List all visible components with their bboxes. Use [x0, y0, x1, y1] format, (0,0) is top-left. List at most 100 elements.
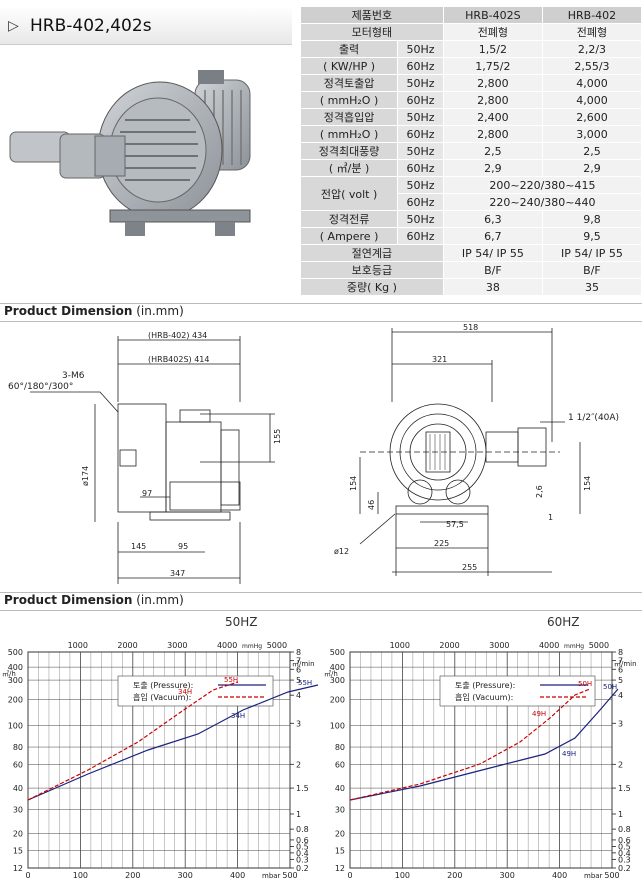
right-tick-label: 3: [618, 719, 623, 728]
right-tick-label: 0.6: [296, 836, 309, 845]
right-tick-label: 0.2: [296, 864, 309, 873]
spec-value: IP 54/ IP 55: [541, 244, 642, 262]
section-heading-unit: (in.mm): [136, 593, 184, 607]
legend-pressure: 토출 (Pressure):: [133, 680, 193, 690]
spec-value: 4,000: [541, 91, 642, 109]
spec-value: 2,400: [442, 108, 543, 126]
pressure-curve: [349, 688, 619, 801]
spec-motor-1: 전폐형: [442, 23, 543, 41]
right-tick-label: 0.3: [618, 855, 631, 864]
dim-434: (HRB-402) 434: [148, 331, 207, 340]
top-tick-label: 1000: [390, 641, 410, 650]
bottom-tick-label: 300: [500, 871, 515, 880]
spec-value: B/F: [442, 261, 543, 279]
legend-box: [439, 675, 596, 707]
section-divider: [0, 610, 642, 611]
bottom-tick-label: 500: [282, 871, 297, 880]
blower-photo: [9, 70, 251, 236]
spec-label: 정격전류: [299, 210, 399, 228]
right-tick-label: 0.5: [618, 842, 631, 851]
y-tick-label: 500: [8, 648, 23, 657]
spec-hz: 60Hz: [397, 227, 444, 245]
spec-label-insulation: 절연계급: [300, 244, 444, 262]
y-tick-label: 15: [13, 847, 23, 856]
pressure-end-label: 50H: [603, 683, 617, 691]
dim-154b: 154: [583, 476, 592, 491]
bottom-tick-label: 400: [230, 871, 245, 880]
y-tick-label: 200: [8, 696, 23, 705]
spec-value: IP 54/ IP 55: [442, 244, 543, 262]
pressure-end-label: 55H: [298, 679, 312, 687]
top-tick-label: 4000: [539, 641, 559, 650]
right-tick-label: 0.2: [618, 864, 631, 873]
y-tick-label: 30: [335, 806, 345, 815]
y-tick-label: 300: [330, 676, 345, 685]
y-tick-label: 200: [330, 696, 345, 705]
spec-value: 1,5/2: [442, 40, 543, 58]
spec-label-motor: 모터형태: [300, 23, 444, 41]
spec-value: 2,5: [541, 142, 642, 160]
legend-pressure: 토출 (Pressure):: [455, 680, 515, 690]
spec-label-voltage: 전압( volt ): [299, 176, 399, 211]
section-heading-dimension: Product Dimension (in.mm): [4, 304, 184, 318]
right-tick-label: 8: [296, 648, 301, 657]
dim-angle: 60°/180°/300°: [8, 382, 73, 392]
spec-voltage-60: 220~240/380~440: [442, 193, 642, 211]
front-view: [359, 328, 581, 576]
spec-value: 6,7: [442, 227, 543, 245]
bottom-tick-label: 100: [395, 871, 410, 880]
spec-label: 정격흡입압: [299, 108, 399, 126]
bottom-tick-label: 0: [25, 871, 30, 880]
y-tick-label: 15: [335, 847, 345, 856]
right-tick-label: 4: [618, 691, 623, 700]
dim-26: 2,6: [535, 485, 544, 498]
right-tick-label: 2: [296, 760, 301, 769]
y-tick-label: 20: [335, 829, 345, 838]
top-tick-label: 1000: [68, 641, 88, 650]
y-tick-label: 400: [8, 663, 23, 672]
spec-value: 35: [541, 278, 642, 296]
chart-title: 50HZ: [225, 615, 258, 629]
spec-motor-2: 전폐형: [541, 23, 642, 41]
spec-label-weight: 중량( Kg ): [300, 278, 444, 296]
pressure-curve: [27, 684, 319, 801]
section-divider: [0, 321, 642, 322]
spec-value: 9,8: [541, 210, 642, 228]
spec-hz: 60Hz: [397, 57, 444, 75]
bottom-tick-label: 0: [347, 871, 352, 880]
dim-1: 1: [548, 513, 553, 522]
y-tick-label: 100: [8, 721, 23, 730]
spec-hz: 60Hz: [397, 159, 444, 177]
dim-145: 145: [131, 542, 146, 551]
right-tick-label: 1.5: [618, 784, 631, 793]
side-view: [30, 336, 275, 584]
bottom-tick-label: 500: [604, 871, 619, 880]
spec-label-protection: 보호등급: [300, 261, 444, 279]
section-heading-bold: Product Dimension: [4, 593, 133, 607]
top-unit-label: mmHg: [564, 643, 584, 650]
spec-label: 출력: [299, 40, 399, 58]
right-tick-label: 5: [296, 676, 301, 685]
right-tick-label: 6: [296, 665, 301, 674]
right-tick-label: 0.3: [296, 855, 309, 864]
right-tick-label: 0.8: [618, 825, 631, 834]
spec-value: 1,75/2: [442, 57, 543, 75]
bottom-tick-label: 400: [552, 871, 567, 880]
right-tick-label: 7: [618, 657, 623, 666]
spec-value: 2,5: [442, 142, 543, 160]
dim-225: 225: [434, 539, 449, 548]
right-tick-label: 0.4: [296, 849, 309, 858]
spec-value: 2,800: [442, 125, 543, 143]
bottom-unit-label: mbar: [262, 872, 281, 880]
right-tick-label: 1: [296, 810, 301, 819]
vacuum-end-label: 50H: [578, 680, 592, 688]
spec-label: ( ㎥/분 ): [299, 159, 399, 177]
bottom-tick-label: 200: [125, 871, 140, 880]
pressure-point-label: 34H: [231, 712, 245, 720]
spec-value: 2,800: [442, 91, 543, 109]
right-tick-label: 3: [296, 719, 301, 728]
spec-label: ( KW/HP ): [299, 57, 399, 75]
product-title: HRB-402,402s: [30, 16, 152, 36]
spec-hz: 50Hz: [397, 210, 444, 228]
